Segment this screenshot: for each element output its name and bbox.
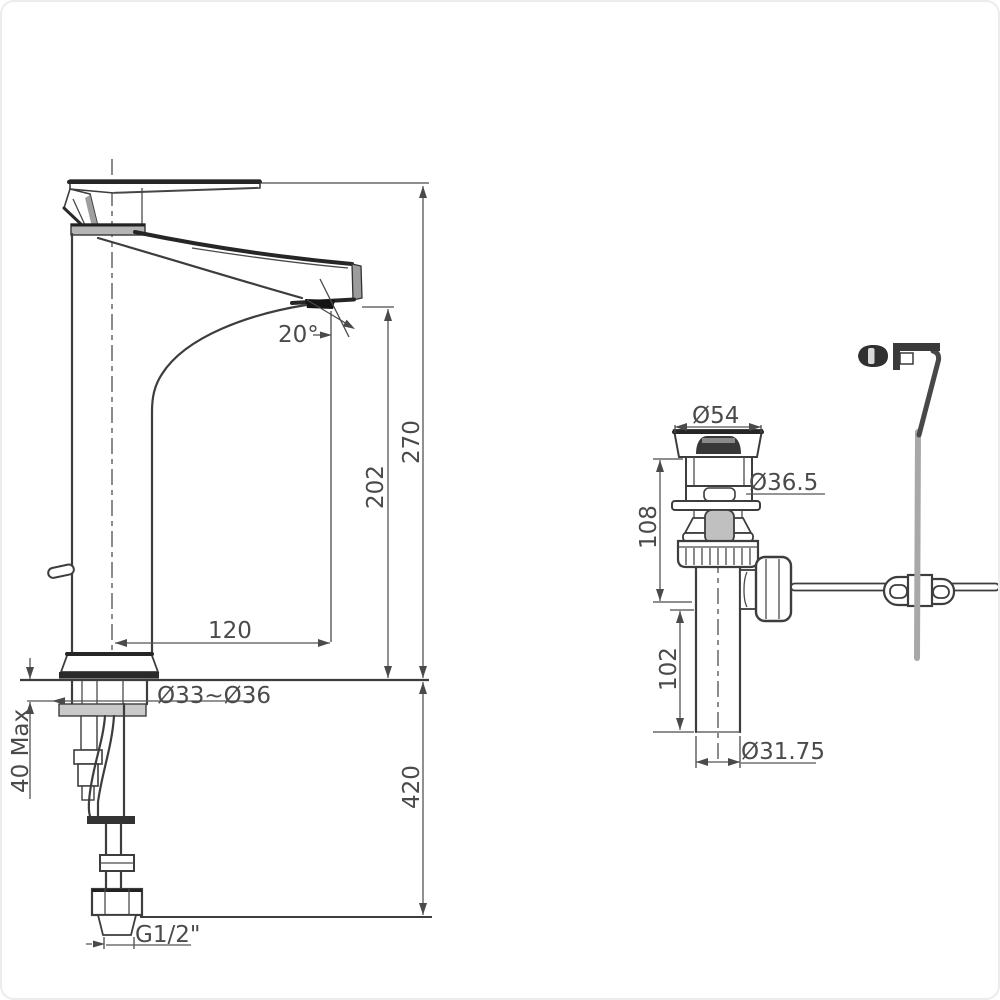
lift-rod <box>914 429 921 661</box>
drain-body <box>671 456 761 544</box>
faucet-dimensions <box>26 182 432 949</box>
spout-inner-sweep <box>150 303 308 654</box>
rod-branch <box>739 569 760 610</box>
rod-slot <box>704 509 735 544</box>
spray-angle-line-2 <box>306 299 353 328</box>
knurled-locknut <box>676 539 760 569</box>
supply-hoses <box>87 702 126 818</box>
connector-collar <box>99 854 135 872</box>
under-counter-assembly <box>20 678 429 936</box>
popup-lever-knob <box>47 563 75 579</box>
popup-drain-view <box>671 343 998 759</box>
label-overall-height: 270 <box>399 420 425 464</box>
drain-dimensions <box>653 423 825 768</box>
label-max-counter-thickness: 40 Max <box>8 709 34 793</box>
faucet-side-view <box>20 159 429 936</box>
label-spout-reach: 120 <box>208 618 252 644</box>
angle-label-arrowhead <box>320 331 332 339</box>
label-thread-size: G1/2" <box>135 922 200 948</box>
label-tailpipe-length: 102 <box>656 647 682 691</box>
g-half-inch-connector <box>90 887 144 936</box>
hose-junction <box>87 816 135 824</box>
lift-rod-bracket <box>893 343 940 370</box>
branch-nut <box>754 555 793 623</box>
clip-hole-left <box>889 584 908 599</box>
faucet-handle <box>62 179 262 229</box>
label-supply-length: 420 <box>399 765 425 809</box>
label-mounting-hole: Ø33~Ø36 <box>157 683 271 709</box>
aerator <box>305 299 335 309</box>
overflow-slot-upper <box>703 487 736 502</box>
drain-flange-disc <box>671 500 761 511</box>
faucet-base-flange <box>59 652 160 679</box>
thread-arrowhead <box>93 940 105 948</box>
faucet-spout <box>70 230 363 654</box>
clip-hole-right <box>932 585 950 599</box>
drain-cap <box>672 429 764 458</box>
label-upper-height: 108 <box>636 505 662 549</box>
ball-joint <box>858 345 888 367</box>
plug-dome-highlight <box>702 438 735 443</box>
label-tailpipe-diameter: Ø31.75 <box>741 739 825 765</box>
label-cap-diameter: Ø54 <box>692 403 739 429</box>
label-spray-angle: 20° <box>278 322 319 348</box>
spray-angle-line-1 <box>319 278 350 338</box>
spray-angle-arrowhead <box>342 319 355 329</box>
leader-arrowhead <box>52 697 65 705</box>
label-spout-height: 202 <box>363 465 389 509</box>
lift-rod-upper <box>916 348 942 438</box>
spout-end-face <box>351 263 363 301</box>
escutcheon-washer <box>58 703 147 717</box>
label-body-diameter: Ø36.5 <box>749 470 818 496</box>
